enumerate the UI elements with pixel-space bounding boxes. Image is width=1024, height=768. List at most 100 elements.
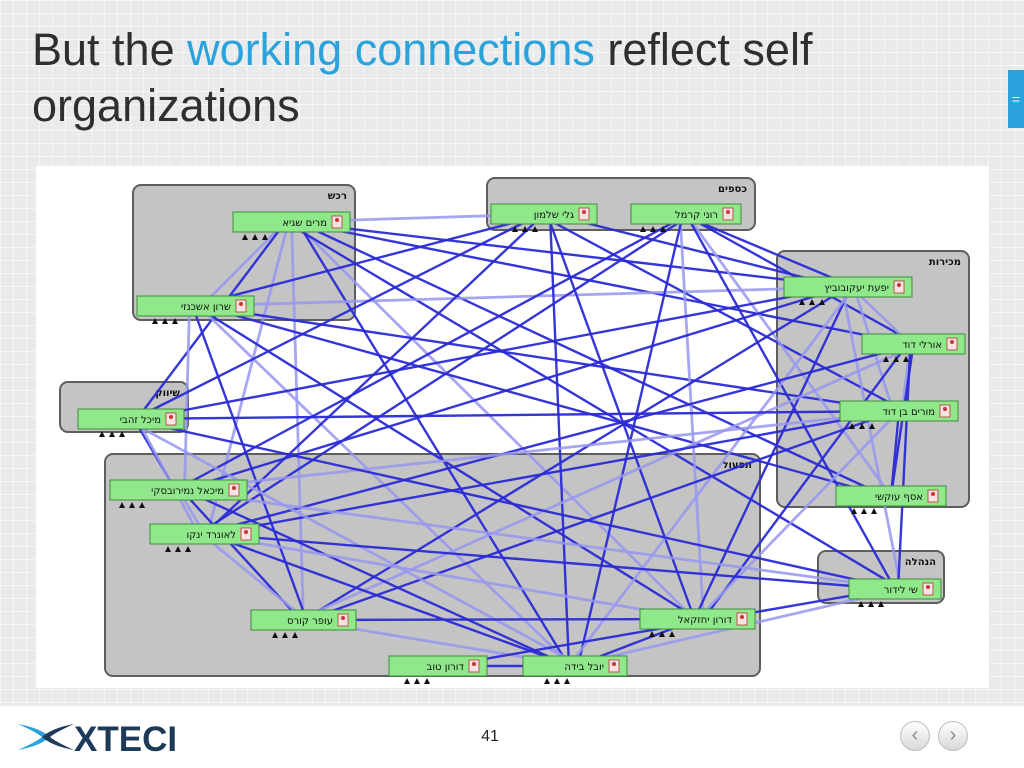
side-tab-symbol: = xyxy=(1011,91,1021,107)
connection-edge xyxy=(210,532,890,591)
person-node[interactable]: לאונרד ינקו xyxy=(149,523,260,545)
arrowhead-icon xyxy=(162,318,168,324)
connection-edge xyxy=(679,212,855,289)
arrowhead-icon xyxy=(903,356,909,362)
connection-edge xyxy=(290,221,305,621)
connection-edge xyxy=(696,410,901,620)
connection-edge xyxy=(195,285,849,308)
xteci-logo: XTECI xyxy=(18,720,177,754)
connection-edge xyxy=(183,305,191,491)
person-icon-head xyxy=(950,340,954,344)
next-slide-button[interactable]: › xyxy=(938,721,968,751)
connection-edge xyxy=(201,304,886,498)
person-node[interactable]: שי לידור xyxy=(848,578,942,600)
node-label: מרים שגיא xyxy=(282,218,327,229)
connection-edge xyxy=(127,409,903,421)
person-icon-head xyxy=(169,415,173,419)
connection-edge xyxy=(284,220,902,591)
group-label: מכירות xyxy=(929,257,961,268)
arrowhead-icon xyxy=(544,678,550,684)
person-node[interactable]: רוני קרמל xyxy=(630,203,742,225)
connection-edge xyxy=(198,304,897,413)
arrowhead-icon xyxy=(175,546,181,552)
arrowhead-icon xyxy=(404,678,410,684)
node-box xyxy=(861,333,966,355)
page-number: 41 xyxy=(481,728,499,745)
arrowhead-icon xyxy=(649,631,655,637)
connection-edge xyxy=(136,221,287,420)
connection-edge xyxy=(678,213,705,620)
arrowhead-icon xyxy=(851,508,857,514)
slide-title: But the working connections reflect self… xyxy=(32,22,982,134)
connection-edge xyxy=(684,213,893,497)
side-tab[interactable]: = xyxy=(1008,70,1024,128)
person-node[interactable]: עופר קורס xyxy=(250,609,357,631)
connection-edge xyxy=(889,410,901,497)
arrowhead-icon xyxy=(152,318,158,324)
node-label: עופר קורס xyxy=(287,616,333,627)
node-label: גלי שלמון xyxy=(534,210,574,221)
node-box xyxy=(250,609,357,631)
node-label: אסף עוקשי xyxy=(875,492,923,503)
arrowhead-icon xyxy=(242,234,248,240)
prev-slide-button[interactable]: ‹ xyxy=(900,721,930,751)
person-node[interactable]: יובל בידה xyxy=(522,655,628,677)
arrowhead-icon xyxy=(129,502,135,508)
arrowhead-icon xyxy=(109,431,115,437)
arrowhead-icon xyxy=(659,631,665,637)
person-node[interactable]: דורון טוב xyxy=(388,655,488,677)
person-node[interactable]: מיכאל נמירובסקי xyxy=(109,479,248,501)
person-node[interactable]: מרים שגיא xyxy=(232,211,351,233)
person-node[interactable]: מיכל זהבי xyxy=(77,408,185,430)
person-node[interactable]: אורלי דוד xyxy=(861,333,966,355)
connection-edge xyxy=(296,342,921,622)
connection-edge xyxy=(135,418,200,535)
person-icon-head xyxy=(726,210,730,214)
person-node[interactable]: יפעת יעקובוביץ xyxy=(783,276,913,298)
person-node[interactable]: דורון יחזקאל xyxy=(639,608,756,630)
node-box xyxy=(136,295,255,317)
arrowhead-icon xyxy=(819,299,825,305)
title-post: reflect self organizations xyxy=(32,24,813,131)
node-label: יפעת יעקובוביץ xyxy=(824,283,889,294)
arrowhead-icon xyxy=(669,631,675,637)
connection-edge xyxy=(172,488,902,591)
connection-edge xyxy=(124,417,582,668)
person-icon-head xyxy=(926,585,930,589)
arrowhead-icon xyxy=(185,546,191,552)
group-label: הנהלה xyxy=(905,557,936,568)
person-icon-head xyxy=(335,218,339,222)
person-node[interactable]: שרון אשכנזי xyxy=(136,295,255,317)
connection-edge xyxy=(297,617,704,622)
arrowhead-icon xyxy=(799,299,805,305)
person-icon-head xyxy=(472,662,476,666)
node-box xyxy=(639,608,756,630)
person-icon-head xyxy=(582,210,586,214)
arrowhead-icon xyxy=(172,318,178,324)
arrowhead-icon xyxy=(292,632,298,638)
connection-edge xyxy=(197,212,693,536)
node-box xyxy=(783,276,913,298)
arrowhead-icon xyxy=(883,356,889,362)
node-box xyxy=(848,578,942,600)
person-node[interactable]: גלי שלמון xyxy=(490,203,598,225)
arrowhead-icon xyxy=(858,601,864,607)
arrowhead-icon xyxy=(522,226,528,232)
arrowhead-icon xyxy=(139,502,145,508)
connection-edge xyxy=(174,212,690,492)
node-box xyxy=(630,203,742,225)
connection-edge xyxy=(306,409,897,622)
arrowhead-icon xyxy=(532,226,538,232)
connection-edge xyxy=(200,221,287,307)
connection-edge xyxy=(201,342,917,536)
person-node[interactable]: אסף עוקשי xyxy=(835,485,947,507)
connection-edge xyxy=(192,212,548,308)
person-icon-head xyxy=(232,486,236,490)
title-highlight: working connections xyxy=(187,24,595,75)
person-node[interactable]: מורים בן דוד xyxy=(839,400,959,422)
arrowhead-icon xyxy=(849,423,855,429)
arrowhead-icon xyxy=(282,632,288,638)
arrowhead-icon xyxy=(252,234,258,240)
connection-edge xyxy=(896,343,912,590)
arrowhead-icon xyxy=(554,678,560,684)
